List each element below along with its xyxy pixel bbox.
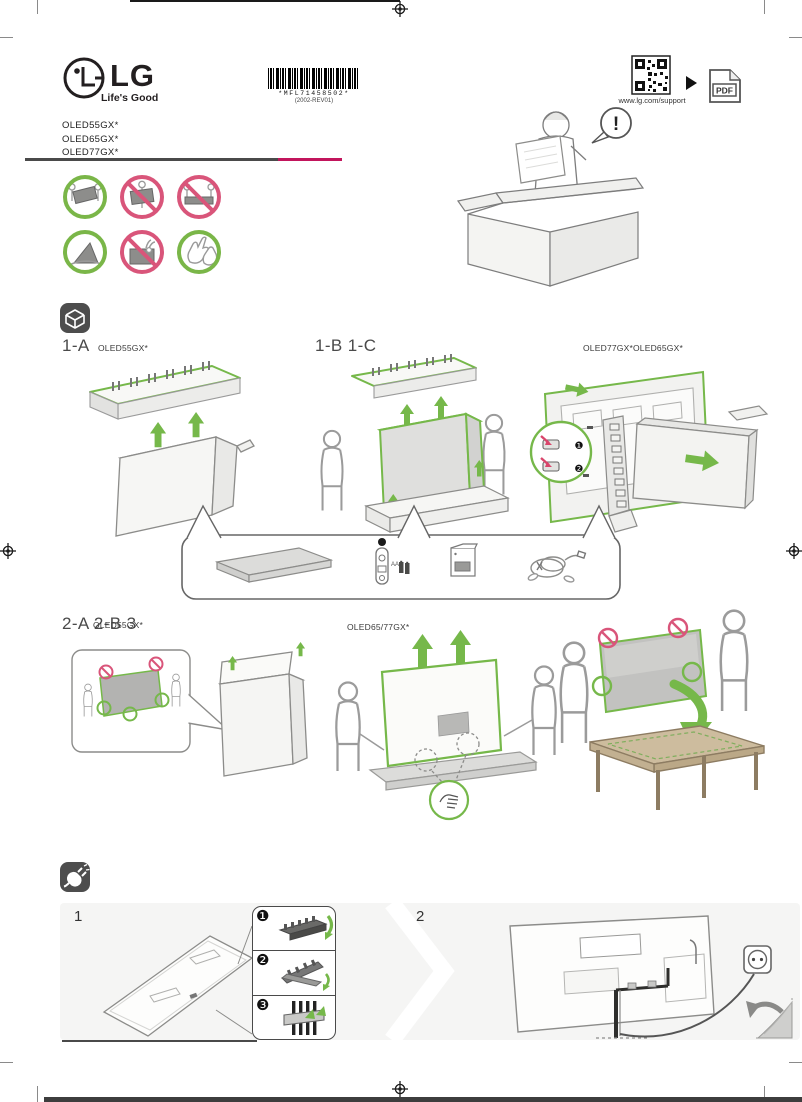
grip-hand-detail: [439, 794, 459, 809]
step-1bc-heading: 1-B 1-C: [315, 336, 377, 355]
cable-step-number: ❸: [256, 996, 270, 1014]
registration-target-icon: [391, 1080, 409, 1098]
battery-label: AA: [391, 562, 399, 568]
registration-target-icon: [391, 0, 409, 18]
step-1a-model: OLED55GX*: [98, 343, 148, 353]
no-carry-alone-icon: [120, 175, 164, 219]
lg-logo-icon: [63, 57, 105, 99]
unbox-slide-illustration: ❶ ❷: [529, 370, 769, 533]
cable-step-row: ❷: [253, 951, 335, 996]
arrow-right-icon: [686, 76, 697, 90]
cable-holder-closed-glyph: [278, 915, 334, 941]
placement-model-large: OLED65/77GX*: [347, 622, 410, 632]
cable-holder-callout: ❶ ❷ ❸: [252, 906, 336, 1040]
place-on-table-illustration: [559, 609, 765, 810]
cables-through-holder-glyph: [283, 1000, 326, 1035]
clip-step-1: ❶: [575, 441, 584, 452]
barcode: [268, 68, 360, 89]
step-1a-heading: 1-A: [62, 336, 90, 355]
place-55-illustration: [71, 642, 308, 777]
wear-gloves-icon: [177, 230, 221, 274]
cable-step-number: ❶: [256, 908, 270, 925]
placement-model-small: OLED55GX*: [93, 620, 143, 630]
stand-base-item: [214, 547, 334, 583]
tv-back-cabling-illustration: [509, 915, 772, 1039]
cable-step-number: ❷: [256, 952, 270, 970]
read-manual-illustration: !: [456, 107, 645, 287]
crop-mark: [789, 37, 802, 38]
power-plug-icon: [60, 862, 90, 892]
barcode-revision: (2002-REV01): [294, 98, 334, 104]
print-fold-bar: [62, 1040, 257, 1042]
power-cable-item: [527, 550, 587, 583]
power-cord: [619, 973, 755, 1038]
print-edge-bar: [130, 0, 400, 2]
registration-target-icon: [785, 542, 802, 560]
accessories-bubble: AA: [181, 504, 621, 600]
battery-item: AA: [391, 560, 410, 574]
divider-rule-accent: [278, 158, 342, 161]
crop-mark: [789, 1062, 802, 1063]
crop-mark: [37, 0, 38, 14]
model-list: OLED55GX* OLED65GX* OLED77GX*: [62, 119, 119, 160]
wall-outlet: [743, 945, 772, 974]
model-item: OLED55GX*: [62, 120, 119, 131]
unboxing-icon: [60, 303, 90, 333]
lift-65-77-illustration: [335, 630, 557, 821]
clip-detail-inset: ❶ ❷: [529, 420, 593, 484]
remote-control-item: [375, 538, 389, 585]
divider-rule: [25, 158, 278, 161]
crop-mark: [0, 37, 13, 38]
registration-target-icon: [0, 542, 17, 560]
model-item: OLED65GX*: [62, 133, 119, 145]
pdf-label: PDF: [716, 86, 733, 96]
crop-mark: [764, 0, 765, 14]
no-carry-flat-icon: [177, 175, 221, 219]
step-1-label: 1: [74, 908, 83, 925]
unbox-55-illustration: [89, 361, 255, 537]
model-item: OLED77GX*: [62, 147, 119, 158]
cable-step-row: ❸: [253, 996, 335, 1039]
crop-mark: [0, 1062, 13, 1063]
step-2-label: 2: [416, 908, 425, 925]
placement-heading: 2-A 2-B 3: [62, 614, 137, 633]
no-press-screen-icon: [120, 230, 164, 274]
notice-bubble: [600, 107, 632, 139]
page-turn-icon: [746, 998, 793, 1039]
crop-mark: [764, 1086, 765, 1102]
barcode-text: *MFL71458502*: [278, 90, 350, 97]
step-large-model: OLED77GX*OLED65GX*: [583, 343, 683, 353]
logo-text: LG: [110, 58, 156, 93]
exclamation-icon: !: [613, 114, 619, 135]
pdf-icon: PDF: [709, 69, 741, 103]
carry-with-two-people-icon: [63, 175, 107, 219]
cable-step-row: ❶: [253, 907, 335, 952]
rest-corner-on-pad-icon: [63, 230, 107, 274]
qr-code-icon: [631, 55, 671, 95]
cable-holder-open-glyph: [280, 959, 330, 992]
unbox-lift-illustration: [320, 354, 510, 533]
print-edge-bar: [44, 1097, 802, 1102]
tv-face-down-illustration: [102, 925, 254, 1037]
clip-step-2: ❷: [575, 464, 584, 475]
manual-item: [450, 543, 478, 577]
support-url: www.lg.com/support: [618, 96, 686, 105]
chevron-divider: [385, 897, 455, 1046]
crop-mark: [37, 1086, 38, 1102]
logo-tagline: Life's Good: [101, 92, 159, 104]
